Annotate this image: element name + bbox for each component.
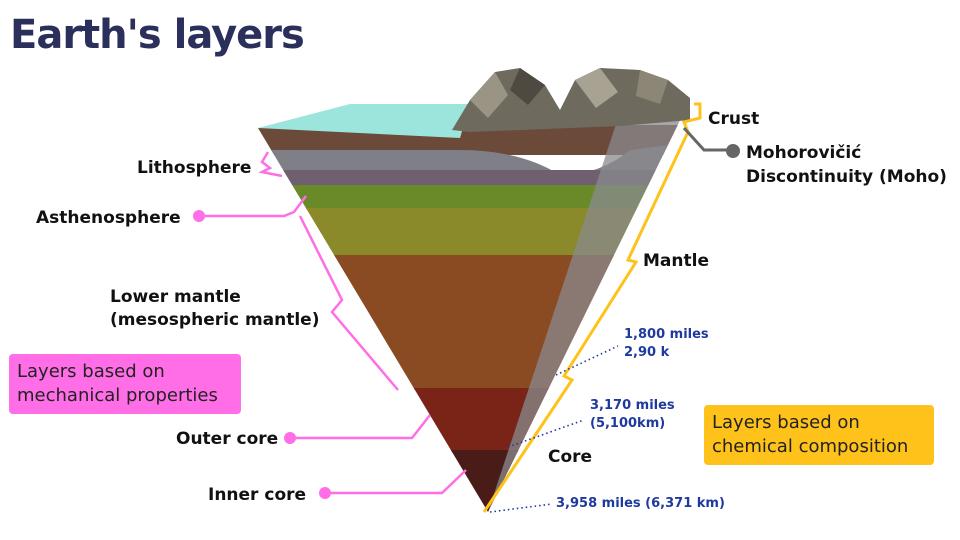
outer-core-marker: [284, 432, 296, 444]
inner-core-bracket: [326, 469, 467, 495]
label-lower-mantle-line2: (mesospheric mantle): [110, 310, 320, 330]
label-lithosphere: Lithosphere: [137, 158, 252, 178]
label-lower-mantle: Lower mantle (mesospheric mantle): [110, 286, 319, 332]
depth-leaders: [489, 345, 619, 513]
label-crust: Crust: [708, 109, 760, 129]
label-outer-core: Outer core: [176, 429, 279, 449]
label-inner-core: Inner core: [208, 485, 307, 505]
mantle-depth-label: 1,800 miles 2,90 k: [624, 326, 709, 362]
mechanical-brackets: [205, 151, 467, 495]
ocean-surface: [258, 104, 470, 138]
center-depth-leader: [489, 503, 553, 513]
chemical-composition-box: Layers based on chemical composition: [704, 405, 934, 465]
moho-marker: [726, 144, 740, 158]
label-mantle: Mantle: [643, 251, 709, 271]
asthenosphere-marker: [193, 210, 205, 222]
cone-side-face: [488, 100, 690, 512]
chemical-bracket: [482, 102, 702, 513]
mantle-depth-line2: 2,90 k: [624, 345, 670, 360]
outer-core-depth-label: 3,170 miles (5,100km): [590, 397, 675, 433]
label-moho-line1: Mohorovičić: [746, 143, 862, 163]
mountains-icon: [452, 68, 690, 132]
outer-core-depth-line1: 3,170 miles: [590, 398, 675, 413]
mechanical-properties-box: Layers based on mechanical properties: [9, 354, 241, 414]
label-moho: Mohorovičić Discontinuity (Moho): [746, 141, 947, 189]
label-core: Core: [548, 447, 593, 467]
mantle-depth-line1: 1,800 miles: [624, 327, 709, 342]
label-lower-mantle-line1: Lower mantle: [110, 287, 241, 307]
label-moho-line2: Discontinuity (Moho): [746, 167, 947, 187]
layer-lithosphere: [258, 170, 690, 185]
outer-core-bracket: [295, 414, 431, 440]
outer-core-depth-line2: (5,100km): [590, 416, 666, 431]
page-title: Earth's layers: [10, 12, 305, 58]
inner-core-marker: [319, 487, 331, 499]
label-asthenosphere: Asthenosphere: [36, 208, 181, 228]
asthenosphere-bracket: [205, 195, 307, 218]
lithosphere-bracket: [258, 151, 283, 178]
lower-mantle-bracket: [298, 215, 399, 391]
moho-leader: [682, 126, 732, 152]
center-depth-label: 3,958 miles (6,371 km): [556, 496, 725, 511]
